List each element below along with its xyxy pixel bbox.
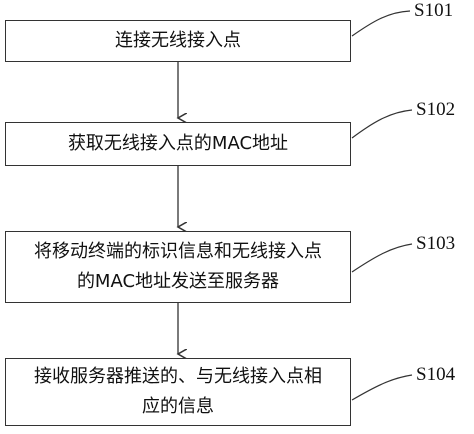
step-text-s103: 将移动终端的标识信息和无线接入点的MAC地址发送至服务器 [34,241,322,292]
step-box-s101: 连接无线接入点 [5,20,351,62]
step-id-s102: S102 [416,99,456,120]
leader-s102 [351,109,413,139]
step-text-s102: 获取无线接入点的MAC地址 [67,133,289,154]
step-text-s101: 连接无线接入点 [115,30,241,51]
step-id-s101: S101 [414,0,454,21]
step-box-s104: 接收服务器推送的、与无线接入点相应的信息 [5,358,351,426]
leader-s104 [351,374,413,401]
step-box-s103: 将移动终端的标识信息和无线接入点的MAC地址发送至服务器 [5,231,351,303]
leader-s101 [351,10,411,37]
step-id-s104: S104 [416,364,456,385]
step-id-s103: S103 [416,233,456,254]
step-box-s102: 获取无线接入点的MAC地址 [5,122,351,166]
step-text-s104: 接收服务器推送的、与无线接入点相应的信息 [34,366,322,417]
leader-s103 [351,243,413,273]
